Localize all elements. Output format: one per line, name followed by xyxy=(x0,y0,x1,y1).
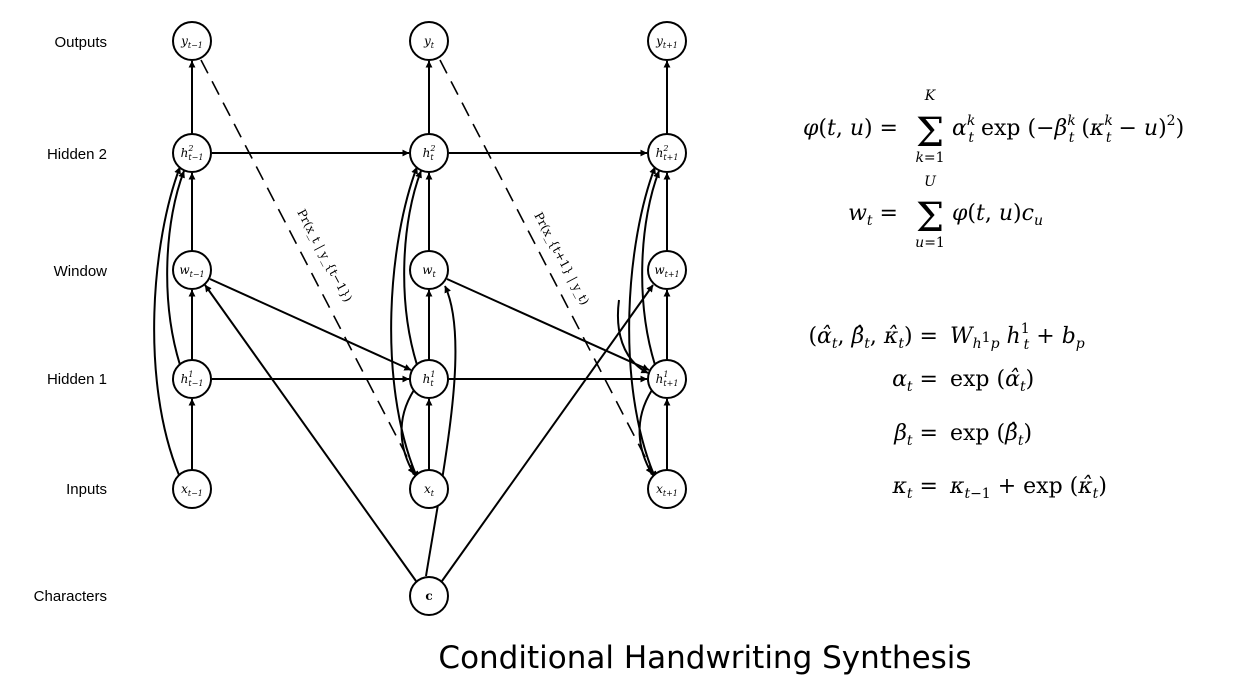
svg-text:xt+1: xt+1 xyxy=(656,482,678,498)
eq-alpha-rhs: exp (α̂t) xyxy=(950,367,1034,395)
pr-label-first: Pr(x_t | y_{t−1}) xyxy=(294,207,355,305)
edge-h1-x-t xyxy=(400,389,415,475)
edge-c-w-prev xyxy=(204,284,417,582)
svg-text:wt+1: wt+1 xyxy=(654,263,679,279)
edge-h1-h2-t xyxy=(403,170,422,366)
svg-text:yt+1: yt+1 xyxy=(655,34,678,50)
svg-text:xt: xt xyxy=(424,482,435,498)
eq-phi-upper: K xyxy=(924,88,937,104)
node-w-t: wt xyxy=(409,250,449,290)
node-y-t: yt xyxy=(409,21,449,61)
eq-kappa-rhs: κt−1 + exp (κ̂t) xyxy=(949,474,1107,502)
eq-w-rhs: φ(t, u)cu xyxy=(952,201,1043,229)
edge-x-h2-t xyxy=(390,166,418,476)
svg-text:yt: yt xyxy=(423,34,435,50)
edge-x-h2-prev xyxy=(153,166,181,476)
eq-beta-rhs: exp (β̂t) xyxy=(950,421,1032,449)
svg-text:c: c xyxy=(425,589,432,603)
eq-w-upper: U xyxy=(924,174,937,190)
eq-alpha-lhs: αt = xyxy=(892,367,938,395)
eq-kappa-lhs: κt = xyxy=(891,474,938,502)
page-title: Conditional Handwriting Synthesis xyxy=(438,640,972,676)
node-x-t: xt xyxy=(409,469,449,509)
row-label-hidden1: Hidden 1 xyxy=(47,371,107,388)
node-x-prev: xt−1 xyxy=(172,469,212,509)
node-w-prev: wt−1 xyxy=(172,250,212,290)
svg-text:wt: wt xyxy=(422,263,436,279)
dashed-y-t-x-next xyxy=(439,59,657,479)
node-x-next: xt+1 xyxy=(647,469,687,509)
svg-text:h1t: h1t xyxy=(423,370,436,388)
eq-w-lhs: wt = xyxy=(848,201,898,229)
row-label-window: Window xyxy=(54,263,108,280)
row-label-hidden2: Hidden 2 xyxy=(47,146,107,163)
row-label-inputs: Inputs xyxy=(66,481,107,498)
row-label-outputs: Outputs xyxy=(54,34,107,51)
edge-misc-next xyxy=(616,299,649,374)
edge-h1-x-next xyxy=(638,389,653,475)
svg-text:h2t+1: h2t+1 xyxy=(656,144,679,162)
svg-text:wt−1: wt−1 xyxy=(179,263,204,279)
edge-w-t-h1-next xyxy=(446,278,650,371)
svg-text:yt−1: yt−1 xyxy=(180,34,203,50)
eq-beta-lhs: βt = xyxy=(893,421,938,449)
edges xyxy=(153,60,671,582)
node-c: c xyxy=(409,576,449,616)
node-y-next: yt+1 xyxy=(647,21,687,61)
svg-text:h2t: h2t xyxy=(423,144,436,162)
row-label-characters: Characters xyxy=(34,588,107,605)
node-y-prev: yt−1 xyxy=(172,21,212,61)
edge-h1-h2-next xyxy=(641,170,660,366)
node-w-next: wt+1 xyxy=(647,250,687,290)
edge-c-w-t xyxy=(425,285,457,577)
edge-h1-h2-prev xyxy=(166,170,185,366)
eq-params-lhs: (α̂t, β̂t, κ̂t) = xyxy=(808,324,938,352)
eq-phi-lower: k=1 xyxy=(915,150,944,166)
edge-x-h2-next xyxy=(628,166,656,476)
edge-c-w-next xyxy=(441,284,654,582)
svg-text:h2t−1: h2t−1 xyxy=(181,144,204,162)
dashed-y-prev-x-t xyxy=(200,59,419,479)
edge-w-prev-h1-t xyxy=(209,278,412,371)
eq-phi-lhs: φ(t, u) = xyxy=(803,116,898,141)
eq-w-sigma: Σ xyxy=(916,195,944,241)
svg-text:h1t+1: h1t+1 xyxy=(656,370,679,388)
pr-label-second: Pr(x_{t+1} | y_t) xyxy=(531,210,592,308)
svg-text:h1t−1: h1t−1 xyxy=(181,370,204,388)
eq-phi-sigma: Σ xyxy=(916,110,944,156)
eq-w-lower: u=1 xyxy=(915,235,945,251)
svg-text:xt−1: xt−1 xyxy=(181,482,203,498)
